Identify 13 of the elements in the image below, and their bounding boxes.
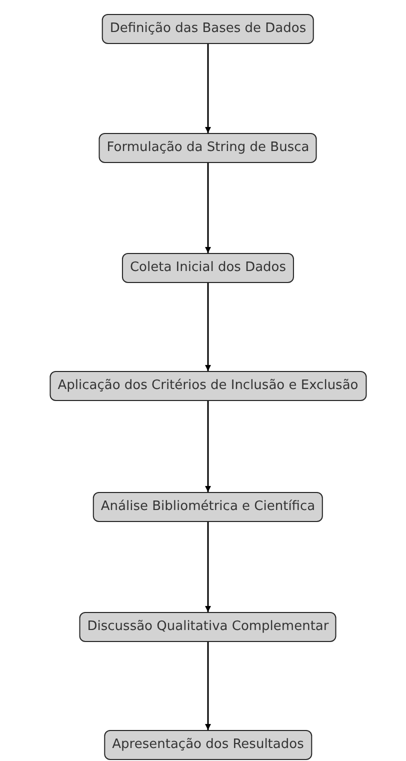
process-box: Análise Bibliométrica e Científica [92, 492, 324, 522]
arrow [205, 522, 211, 612]
arrow [205, 283, 211, 371]
process-box: Coleta Inicial dos Dados [122, 253, 294, 283]
process-box: Aplicação dos Critérios de Inclusão e Exclusão [50, 371, 366, 401]
process-box: Discussão Qualitativa Complementar [79, 612, 337, 642]
arrow [205, 642, 211, 730]
process-box: Apresentação dos Resultados [104, 730, 312, 760]
arrow [205, 163, 211, 253]
process-box: Formulação da String de Busca [98, 133, 318, 163]
arrow [205, 44, 211, 133]
process-box: Definição das Bases de Dados [102, 14, 314, 44]
arrow [205, 401, 211, 492]
